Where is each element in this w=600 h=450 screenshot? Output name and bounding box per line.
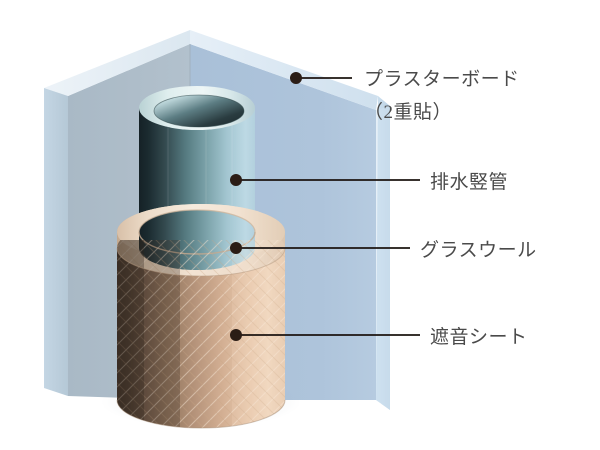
leader-sound-insulation-sheet [230, 329, 420, 341]
leader-dot-glass-wool [230, 242, 242, 254]
wall-right-top-bevel [190, 30, 378, 110]
label-glass-wool-line1: グラスウール [420, 239, 537, 261]
label-plasterboard-line2: （2重貼） [364, 101, 452, 123]
wall-right-edge-highlight [376, 106, 390, 410]
sheet-top-rim [116, 247, 286, 277]
leader-drain-stack-pipe [230, 174, 420, 186]
leader-dot-drain-stack-pipe [230, 174, 242, 186]
leader-dot-sound-insulation-sheet [230, 329, 242, 341]
leader-glass-wool [230, 242, 410, 254]
sound-insulation-sheet-layer [116, 240, 286, 429]
pipe-bore-opening [154, 95, 244, 127]
label-drain-stack-pipe-line1: 排水竪管 [430, 171, 508, 193]
leader-dot-plasterboard [290, 72, 302, 84]
label-texts: プラスターボード （2重貼） 排水竪管 グラスウール 遮音シート [364, 68, 537, 348]
wall-left-thickness-edge [44, 88, 68, 396]
leader-plasterboard [290, 72, 352, 84]
label-plasterboard-line1: プラスターボード [364, 68, 520, 90]
wall-left-top-bevel [44, 30, 190, 96]
sheet-bottom-rim [116, 399, 286, 429]
pipe-bore-lip [153, 94, 245, 128]
leader-callouts [230, 72, 420, 341]
label-sound-insulation-sheet-line1: 遮音シート [430, 326, 528, 348]
sheet-hatch-texture [117, 240, 285, 428]
